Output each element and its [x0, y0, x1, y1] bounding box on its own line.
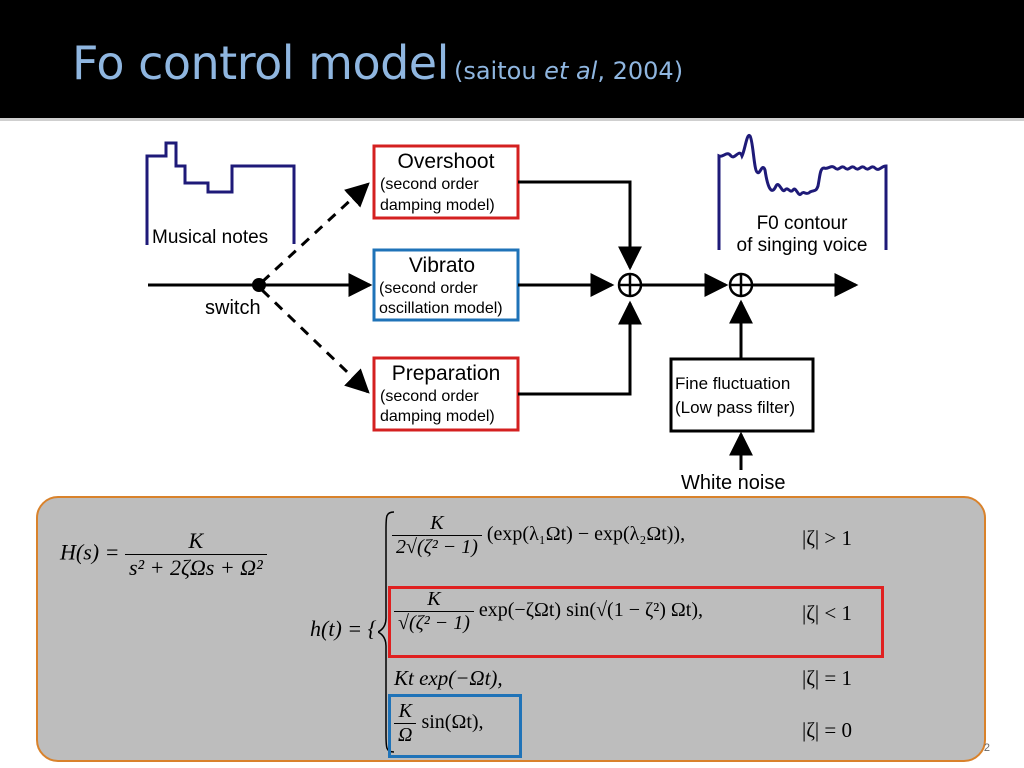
case-3-condition: |ζ| = 1	[802, 666, 852, 690]
title-sub-close: , 2004)	[597, 57, 684, 85]
case-2-condition: |ζ| < 1	[802, 601, 852, 625]
case-4-body: sin(Ωt),	[421, 711, 484, 734]
case-2-numerator: K	[427, 588, 441, 610]
case-4-expression: K Ω sin(Ωt),	[394, 700, 484, 747]
sum-junction-1	[617, 272, 643, 298]
overshoot-title: Overshoot	[398, 150, 495, 173]
case-1-condition: |ζ| > 1	[802, 526, 852, 550]
vibrato-line2: oscillation model)	[379, 300, 503, 317]
case-1-denominator: 2√(ζ² − 1)	[392, 535, 482, 559]
preparation-output-line	[518, 300, 642, 396]
switch-to-overshoot-dashed-arrow	[260, 182, 370, 284]
preparation-line1: (second order	[380, 388, 479, 405]
case-4-numerator: K	[398, 700, 412, 722]
overshoot-output-line	[518, 180, 642, 271]
case-4-condition: |ζ| = 0	[802, 718, 852, 742]
transfer-function-denominator: s² + 2ζΩs + Ω²	[124, 554, 267, 581]
musical-notes-label: Musical notes	[152, 227, 268, 248]
case-4-highlight-box	[388, 694, 522, 758]
case-2-highlight-box	[388, 586, 884, 658]
case-1-expression: K 2√(ζ² − 1) (exp(λ₁Ωt) − exp(λ₂Ωt)),	[392, 512, 685, 559]
impulse-response-lhs: h(t) = {	[310, 616, 377, 641]
case-2-denominator: √(ζ² − 1)	[394, 611, 474, 635]
title-main: Fo control model	[72, 36, 449, 90]
overshoot-line2: damping model)	[380, 197, 495, 214]
transfer-function-lhs: H(s) =	[60, 539, 125, 565]
case-1-numerator: K	[430, 512, 444, 534]
transfer-function: H(s) = K s² + 2ζΩs + Ω²	[60, 528, 267, 581]
switch-label: switch	[205, 297, 261, 319]
case-4-denominator: Ω	[394, 723, 417, 747]
title-divider	[0, 118, 1024, 121]
case-3-expression: Kt exp(−Ωt),	[394, 666, 503, 690]
slide-title: Fo control model (saitou et al, 2004)	[72, 36, 683, 90]
case-2-fraction: K √(ζ² − 1)	[394, 588, 474, 635]
vibrato-line1: (second order	[379, 280, 478, 297]
preparation-block: Preparation (second order damping model)	[372, 356, 520, 432]
fine-fluctuation-line1: Fine fluctuation	[675, 374, 790, 393]
page-number: 2	[983, 742, 990, 754]
case-1-body: (exp(λ₁Ωt) − exp(λ₂Ωt)),	[486, 523, 686, 546]
case-4-fraction: K Ω	[394, 700, 417, 747]
fine-fluctuation-block: Fine fluctuation (Low pass filter)	[669, 357, 815, 433]
case-2-body: exp(−ζΩt) sin(√(1 − ζ²) Ωt),	[478, 599, 704, 622]
f0-label-line2: of singing voice	[737, 235, 868, 256]
vibrato-block: Vibrato (second order oscillation model)	[372, 248, 520, 322]
piecewise-brace	[378, 511, 395, 753]
overshoot-line1: (second order	[380, 176, 479, 193]
fine-fluctuation-line2: (Low pass filter)	[675, 398, 795, 417]
f0-control-diagram: Musical notes switch Overshoot (second o…	[145, 133, 888, 494]
switch-to-preparation-dashed-arrow	[260, 288, 370, 394]
title-subtitle: (saitou et al, 2004)	[454, 57, 683, 85]
title-sub-open: (saitou	[453, 57, 545, 85]
equation-panel: H(s) = K s² + 2ζΩs + Ω² h(t) = { K 2√(ζ²…	[36, 496, 986, 762]
title-bar: Fo control model (saitou et al, 2004)	[0, 0, 1024, 118]
overshoot-block: Overshoot (second order damping model)	[372, 144, 520, 220]
sum-junction-2	[728, 272, 754, 298]
preparation-line2: damping model)	[380, 408, 495, 425]
f0-label-line1: F0 contour	[757, 213, 848, 234]
title-sub-italic: et al	[544, 57, 598, 85]
f0-contour-curve	[717, 133, 888, 250]
transfer-function-numerator: K	[188, 528, 204, 553]
case-1-fraction: K 2√(ζ² − 1)	[392, 512, 482, 559]
white-noise-label: White noise	[681, 472, 786, 494]
case-2-expression: K √(ζ² − 1) exp(−ζΩt) sin(√(1 − ζ²) Ωt),	[394, 588, 703, 635]
musical-notes-contour	[145, 141, 296, 245]
vibrato-title: Vibrato	[409, 254, 475, 277]
transfer-function-fraction: K s² + 2ζΩs + Ω²	[124, 528, 267, 581]
preparation-title: Preparation	[392, 362, 501, 385]
